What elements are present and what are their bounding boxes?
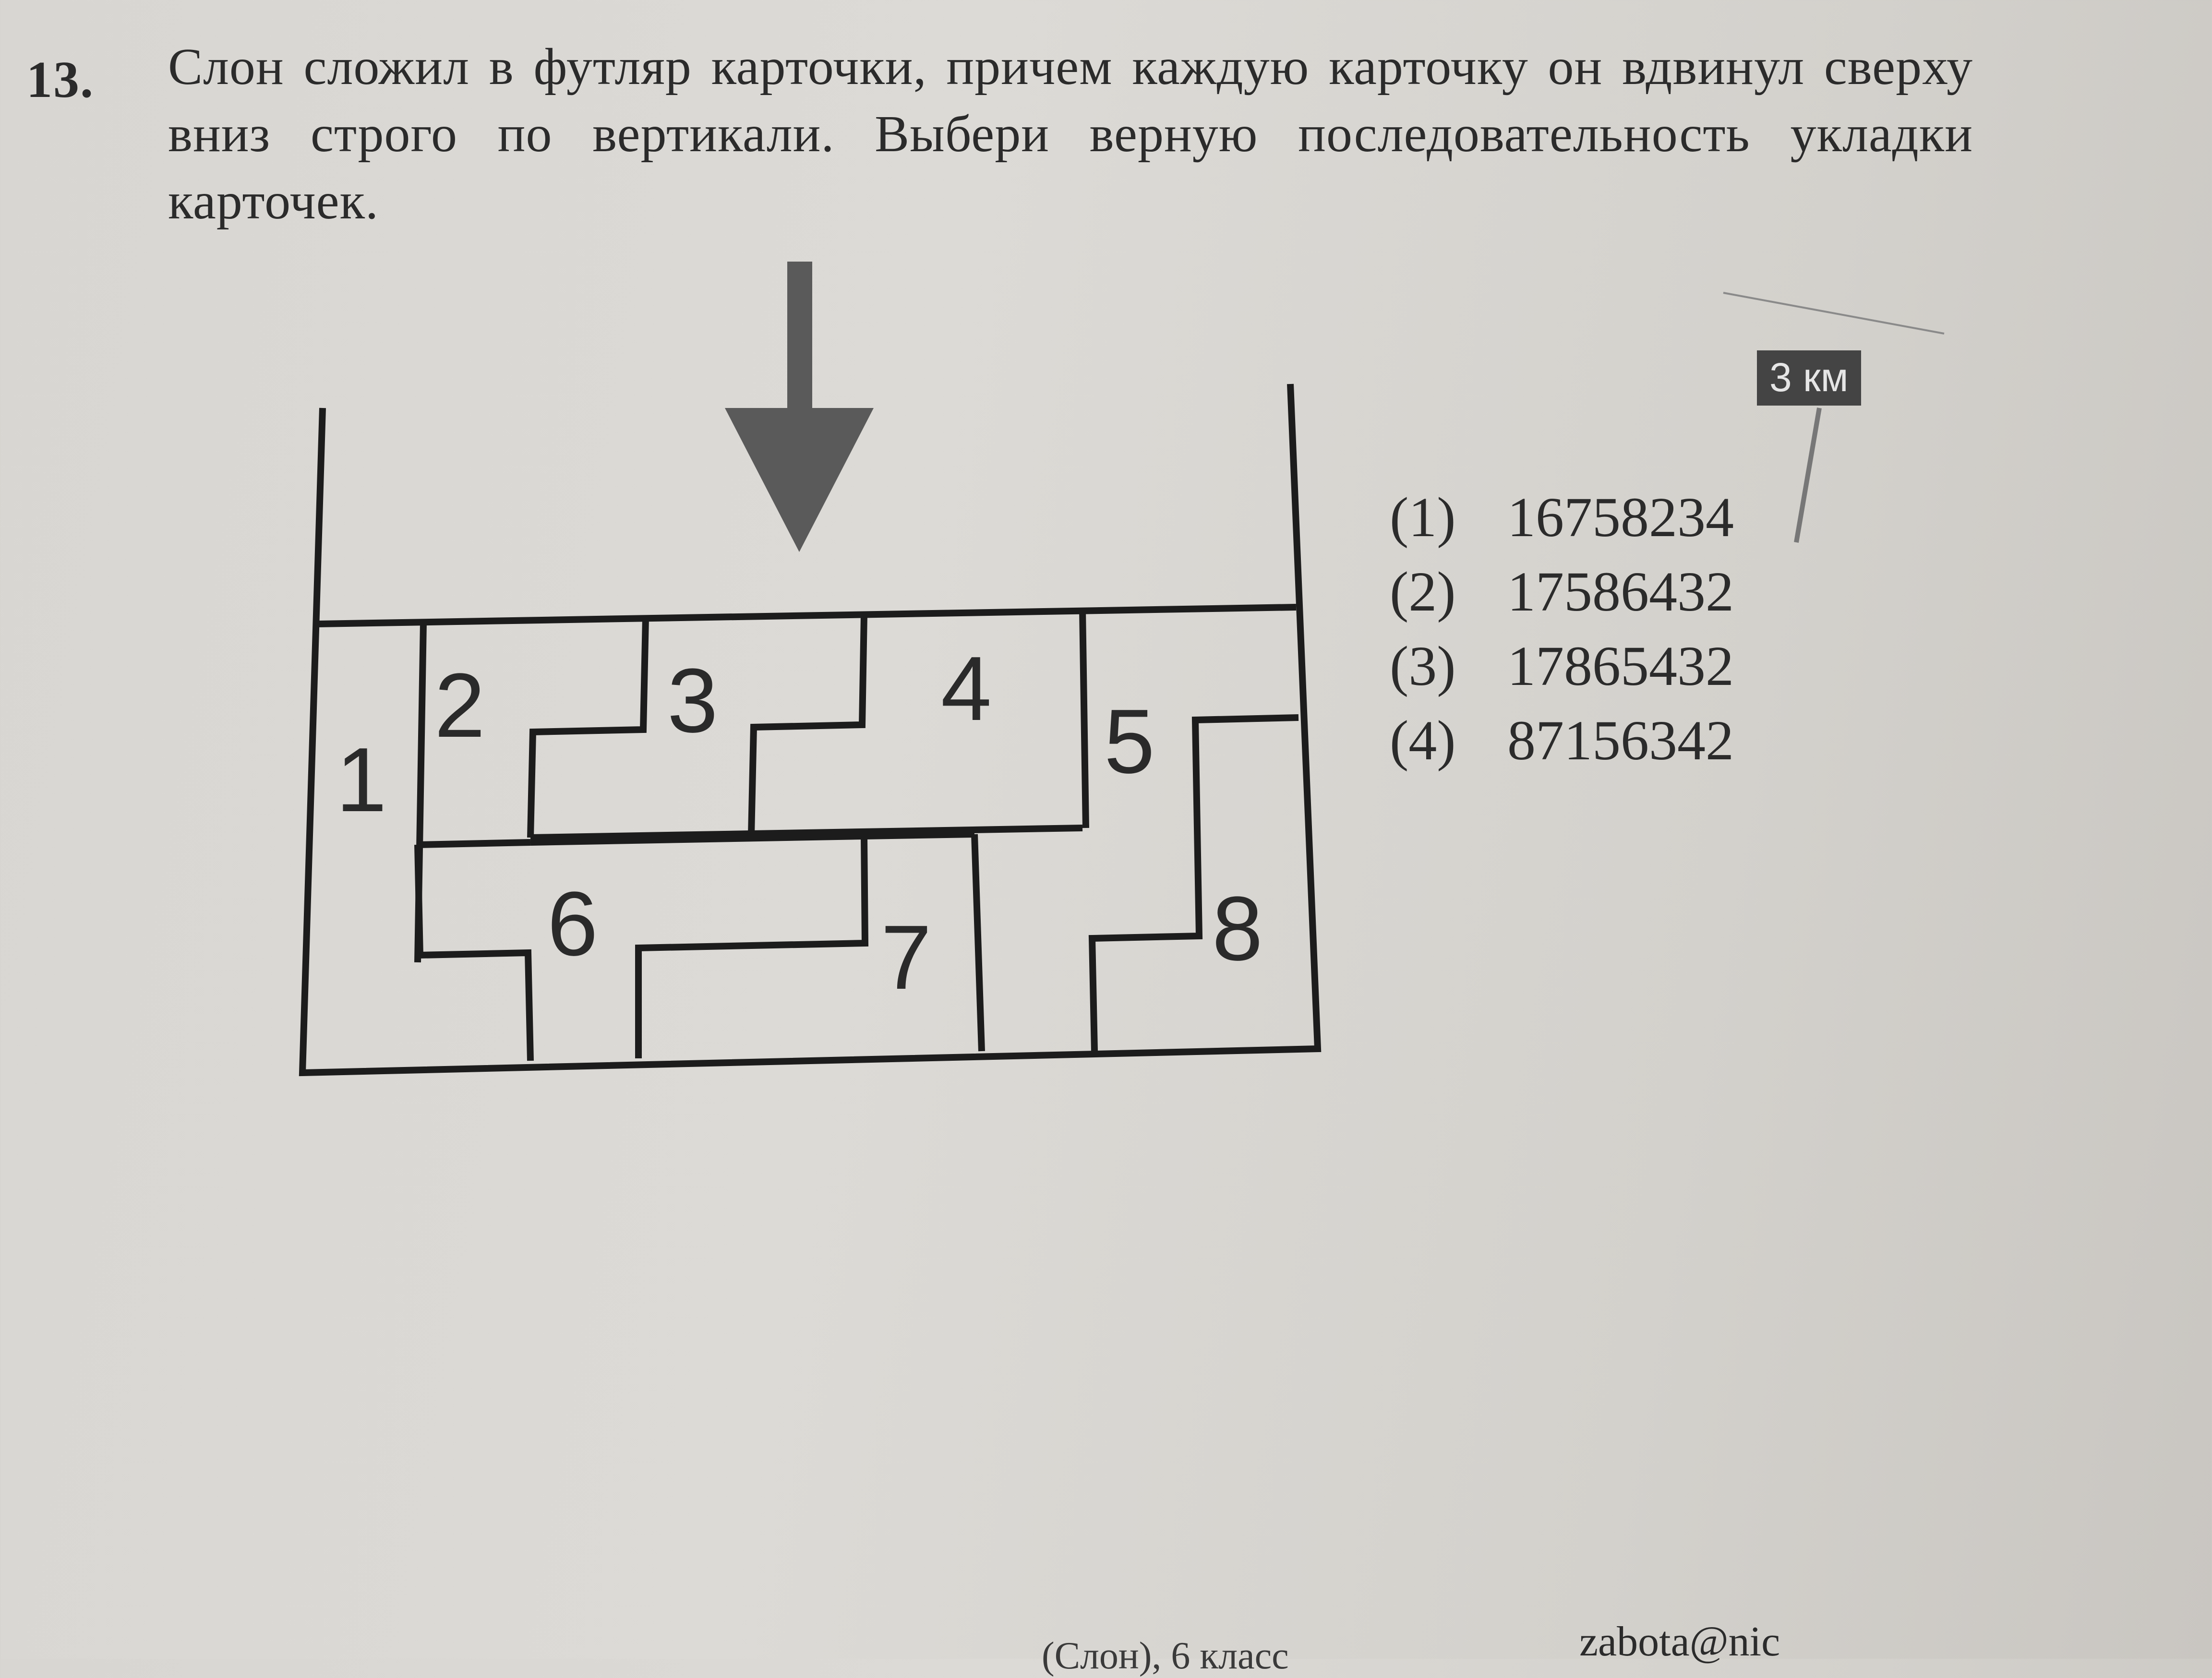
footer-grade: (Слон), 6 класс (1042, 1635, 1289, 1677)
answer-number: (1) (1390, 486, 1456, 549)
answer-option-4[interactable]: (4) 87156342 (1390, 703, 1734, 778)
down-arrow-icon (725, 262, 874, 552)
answer-number: (4) (1390, 709, 1456, 772)
card-label-8: 8 (1212, 878, 1263, 980)
answer-number: (2) (1390, 560, 1456, 623)
answer-value: 17865432 (1507, 635, 1734, 697)
problem-number: 13. (26, 51, 94, 108)
answer-option-3[interactable]: (3) 17865432 (1390, 629, 1734, 703)
footer-email: zabota@nic (1579, 1618, 1780, 1665)
card-label-5: 5 (1104, 691, 1155, 792)
distance-sign: 3 км (1757, 350, 1861, 406)
card-label-6: 6 (547, 873, 598, 975)
card-label-7: 7 (881, 907, 932, 1008)
card-label-3: 3 (667, 650, 718, 752)
answer-option-1[interactable]: (1) 16758234 (1390, 480, 1734, 554)
answer-value: 87156342 (1507, 709, 1734, 772)
answer-list: (1) 16758234 (2) 17586432 (3) 17865432 (4) 8… (1390, 480, 1734, 778)
answer-value: 17586432 (1507, 560, 1734, 623)
sign-post (1723, 292, 1945, 543)
answer-number: (3) (1390, 635, 1456, 697)
card-label-1: 1 (336, 729, 387, 831)
answer-value: 16758234 (1507, 486, 1734, 549)
card-label-4: 4 (941, 638, 992, 740)
card-label-2: 2 (434, 655, 485, 756)
case-outline (299, 384, 1322, 1077)
card-boundaries (414, 609, 1299, 1061)
answer-option-2[interactable]: (2) 17586432 (1390, 554, 1734, 629)
problem-text: Слон сложил в футляр карточки, причем ка… (168, 38, 1973, 230)
